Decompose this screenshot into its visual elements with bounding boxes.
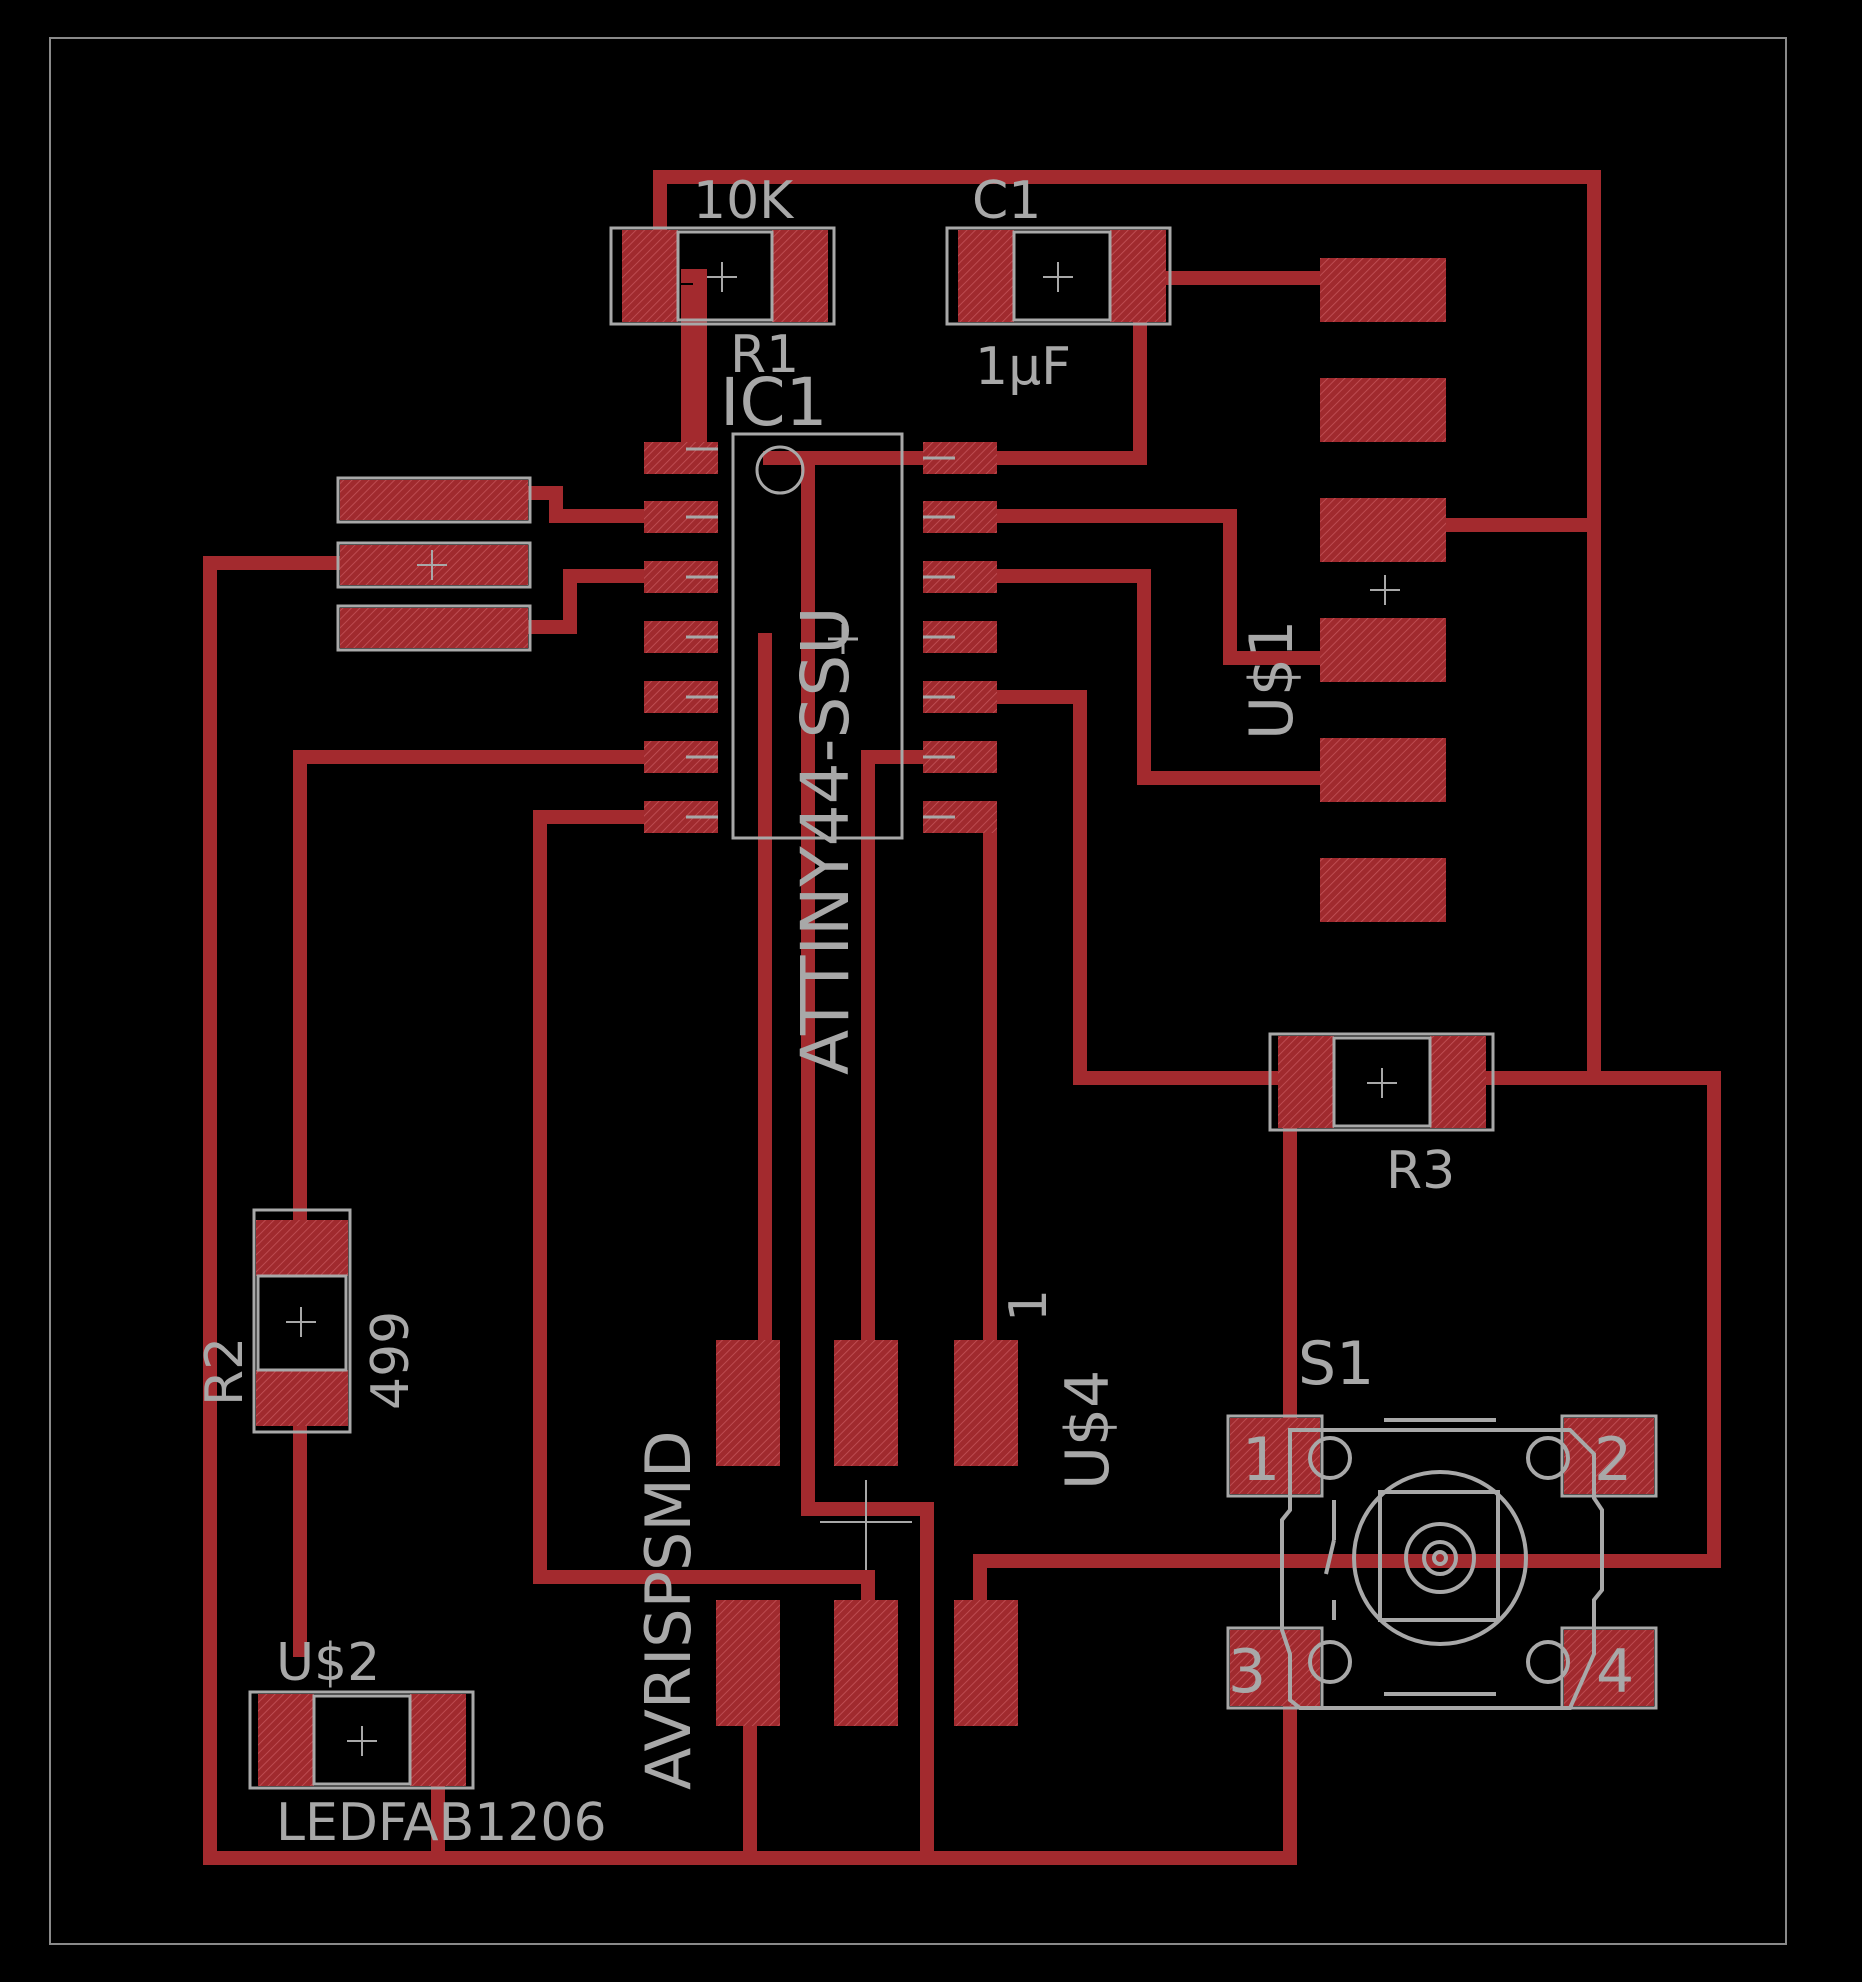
r1-name-label: R1 xyxy=(730,325,799,385)
trace-ftdi-3 xyxy=(523,569,667,634)
ic1-body xyxy=(686,432,955,840)
resistor-r1: 10K R1 xyxy=(609,171,836,385)
switch-s1: S1 1 2 3 4 xyxy=(1226,1329,1658,1710)
ftdi-header-pads xyxy=(336,476,532,652)
u4-pin1-label: 1 xyxy=(999,1289,1059,1322)
traces xyxy=(203,170,1721,1865)
r2-value-label: 499 xyxy=(361,1311,421,1410)
ic1-name-label: IC1 xyxy=(720,364,828,441)
trace-ic-r3 xyxy=(983,690,1287,1085)
trace-ic-mosi-col xyxy=(801,463,934,1865)
resistor-r2: R2 499 xyxy=(195,1208,421,1434)
trace-ic-usb-dplus xyxy=(983,569,1357,785)
capacitor-c1: C1 1µF xyxy=(945,171,1172,397)
avr-isp-header: 1 U$4 AVRISPSMD xyxy=(632,1289,1123,1790)
led-u2: U$2 LEDFAB1206 xyxy=(248,1633,607,1853)
r1-value-label: 10K xyxy=(693,171,795,231)
trace-ftdi-1 xyxy=(523,486,667,523)
trace-left-gnd xyxy=(203,556,1297,1865)
usb-u1-name-label: U$1 xyxy=(1237,620,1307,740)
resistor-r3: R3 xyxy=(1268,1032,1495,1201)
trace-mosi xyxy=(533,810,875,1627)
trace-ic-usb-dminus xyxy=(983,509,1357,665)
trace-top-gnd xyxy=(653,170,1721,1627)
s1-pin1-label: 1 xyxy=(1242,1425,1280,1495)
c1-value-label: 1µF xyxy=(975,337,1071,397)
avr-value-label: AVRISPSMD xyxy=(632,1430,705,1790)
trace-c1-vcc xyxy=(763,271,1147,465)
s1-pin4-label: 4 xyxy=(1596,1637,1634,1707)
r3-name-label: R3 xyxy=(1386,1141,1455,1201)
s1-pin3-label: 3 xyxy=(1228,1637,1266,1707)
trace-r1-reset xyxy=(681,269,707,472)
r2-name-label: R2 xyxy=(195,1337,255,1406)
c1-name-label: C1 xyxy=(972,171,1041,231)
trace-ic-miso xyxy=(861,750,997,1347)
s1-name-label: S1 xyxy=(1298,1329,1374,1399)
u4-name-label: U$4 xyxy=(1053,1370,1123,1490)
ic1-value-label: ATTINY44-SSU xyxy=(787,606,864,1075)
usb-u1-pads xyxy=(1320,258,1446,922)
board-outline xyxy=(49,37,1787,1945)
trace-r2 xyxy=(293,750,667,1227)
u2-name-label: U$2 xyxy=(276,1633,380,1693)
s1-pin2-label: 2 xyxy=(1594,1425,1632,1495)
u2-value-label: LEDFAB1206 xyxy=(276,1793,607,1853)
